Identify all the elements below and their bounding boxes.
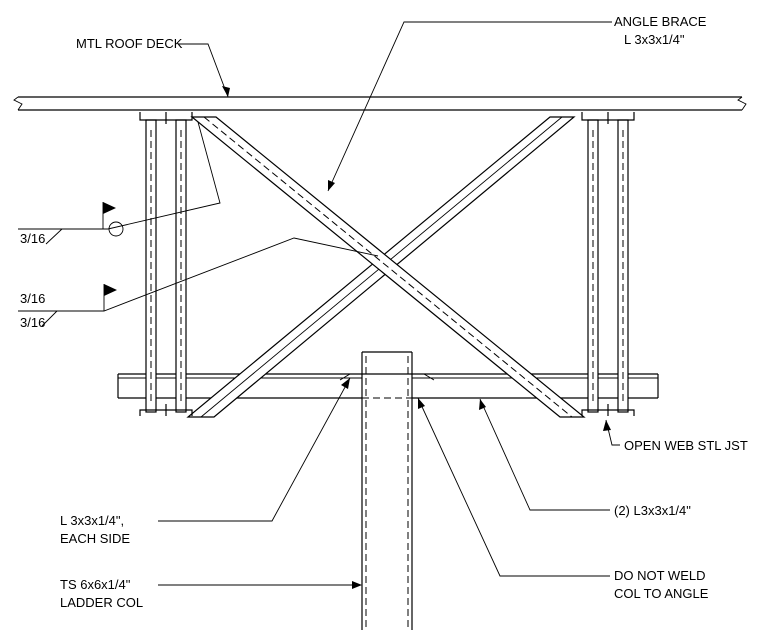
label-two-angles: (2) L3x3x1/4" xyxy=(614,503,691,518)
leaders xyxy=(158,21,620,589)
label-weld-top: 3/16 xyxy=(20,231,45,246)
brace-angle-falling xyxy=(190,116,586,418)
label-col-to-angle: COL TO ANGLE xyxy=(614,586,709,601)
label-weld-mid-lower: 3/16 xyxy=(20,315,45,330)
label-each-side: EACH SIDE xyxy=(60,531,130,546)
ladder-column xyxy=(339,351,435,630)
label-angle-each-side: L 3x3x1/4", xyxy=(60,513,124,528)
label-ladder-col: LADDER COL xyxy=(60,595,143,610)
weld-symbol-top xyxy=(18,121,221,245)
right-joist-chord xyxy=(581,112,635,416)
left-joist-chord xyxy=(139,112,193,416)
label-angle-brace: ANGLE BRACE xyxy=(614,14,707,29)
roof-deck xyxy=(13,96,747,111)
label-do-not-weld: DO NOT WELD xyxy=(614,568,706,583)
label-ts-column: TS 6x6x1/4" xyxy=(60,577,131,592)
weld-symbol-mid xyxy=(18,237,379,327)
label-angle-brace-size: L 3x3x1/4" xyxy=(624,32,685,47)
label-roof-deck: MTL ROOF DECK xyxy=(76,36,183,51)
label-open-web-joist: OPEN WEB STL JST xyxy=(624,438,748,453)
label-weld-mid-upper: 3/16 xyxy=(20,291,45,306)
